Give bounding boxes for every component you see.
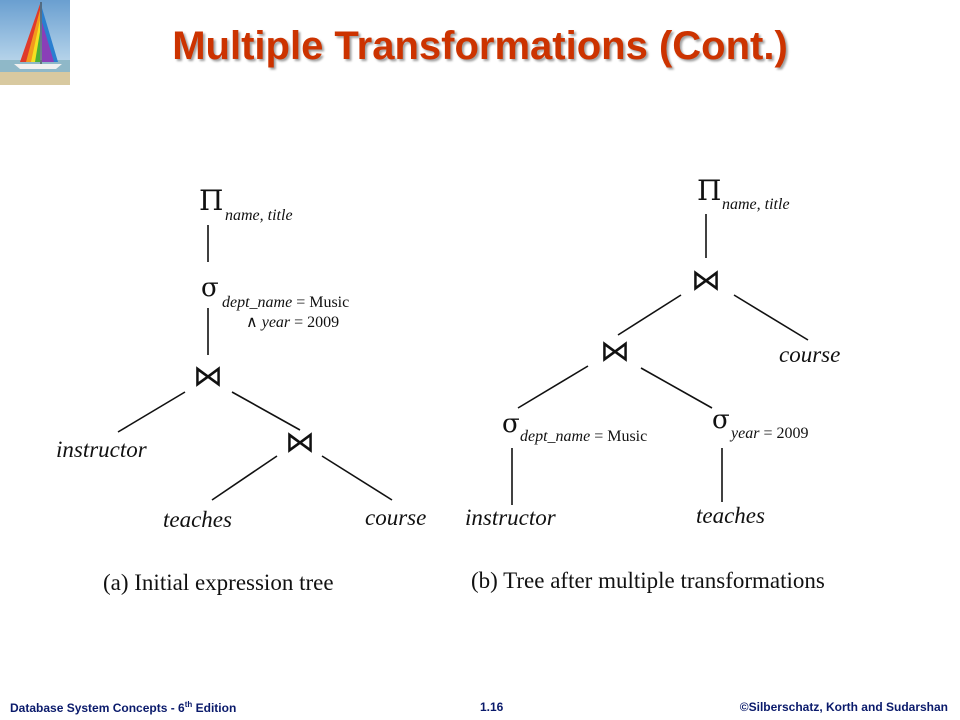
and-operator: ∧ <box>246 314 258 331</box>
selection-attr-year: year <box>260 314 291 331</box>
caption-a: (a) Initial expression tree <box>103 570 334 595</box>
relation-course: course <box>779 342 840 367</box>
slide-title: Multiple Transformations (Cont.) <box>172 24 788 68</box>
selection-value-2009: = 2009 <box>290 314 339 331</box>
footer-page-number: 1.16 <box>480 700 504 714</box>
selection-symbol: σ <box>201 273 219 303</box>
projection-symbol: Π <box>199 184 223 217</box>
projection-symbol: Π <box>697 174 721 207</box>
selection-condition-line1: dept_name = Music <box>222 294 349 311</box>
projection-attributes: name, title <box>722 196 790 213</box>
join-symbol-upper: ⋈ <box>691 263 721 298</box>
selection-symbol-right: σ <box>712 405 730 435</box>
projection-attributes: name, title <box>225 207 293 224</box>
relation-teaches: teaches <box>163 507 232 532</box>
sailboat-logo <box>0 0 70 85</box>
join-symbol-upper: ⋈ <box>193 359 223 394</box>
footer-copyright: ©Silberschatz, Korth and Sudarshan <box>739 700 948 714</box>
selection-value-music: = Music <box>292 294 349 311</box>
selection-condition-left: dept_name = Music <box>520 428 647 445</box>
relation-instructor: instructor <box>465 505 557 530</box>
selection-attr-dept: dept_name <box>222 294 292 311</box>
footer-book-title: Database System Concepts - 6th Edition <box>10 700 237 715</box>
tree-b: Π name, title ⋈ ⋈ course σ dept_name = M… <box>465 174 840 593</box>
caption-b: (b) Tree after multiple transformations <box>471 568 825 593</box>
selection-condition-line2: ∧ year = 2009 <box>246 314 339 331</box>
relation-course: course <box>365 505 426 530</box>
join-symbol-lower: ⋈ <box>285 425 315 460</box>
relation-teaches: teaches <box>696 503 765 528</box>
slide-footer: Database System Concepts - 6th Edition 1… <box>0 700 960 716</box>
relation-instructor: instructor <box>56 437 148 462</box>
selection-condition-right: year = 2009 <box>729 425 808 442</box>
selection-attr-year: year <box>729 425 760 442</box>
selection-symbol-left: σ <box>502 409 520 439</box>
selection-value-music: = Music <box>590 428 647 445</box>
tree-edges <box>117 214 809 505</box>
join-symbol-lower: ⋈ <box>600 334 630 369</box>
selection-value-2009: = 2009 <box>759 425 808 442</box>
tree-a: Π name, title σ dept_name = Music ∧ year… <box>56 184 426 595</box>
selection-attr-dept: dept_name <box>520 428 590 445</box>
sailboat-icon <box>0 0 70 85</box>
